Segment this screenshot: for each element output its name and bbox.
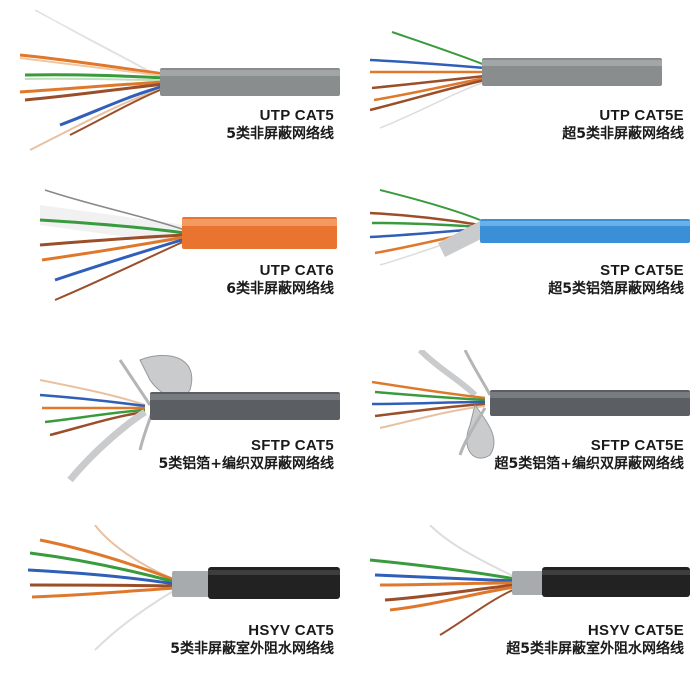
- cable-label: UTP CAT6 6类非屏蔽网络线: [226, 261, 334, 299]
- cable-photo-utp-cat5: [19, 9, 340, 151]
- cable-label: HSYV CAT5 5类非屏蔽室外阻水网络线: [170, 621, 334, 659]
- cable-photo-sftp-cat5: [39, 354, 340, 483]
- cable-name: UTP CAT6: [259, 262, 334, 279]
- cable-cell-utp-cat6: UTP CAT6 6类非屏蔽网络线: [0, 175, 350, 350]
- cable-photo-utp-cat5e: [369, 31, 662, 129]
- cable-description: 超5类铝箔屏蔽网络线: [548, 281, 684, 297]
- cable-name: SFTP CAT5E: [590, 437, 684, 454]
- cable-name: UTP CAT5: [259, 107, 334, 124]
- cable-label: STP CAT5E 超5类铝箔屏蔽网络线: [548, 261, 684, 299]
- cable-cell-utp-cat5: UTP CAT5 5类非屏蔽网络线: [0, 0, 350, 175]
- cable-description: 超5类非屏蔽网络线: [562, 126, 684, 142]
- cable-photo-sftp-cat5e: [371, 350, 690, 459]
- cable-name: UTP CAT5E: [599, 107, 684, 124]
- cable-label: SFTP CAT5E 超5类铝箔+编织双屏蔽网络线: [495, 436, 684, 474]
- cable-description: 超5类非屏蔽室外阻水网络线: [506, 641, 684, 657]
- cable-cell-sftp-cat5e: SFTP CAT5E 超5类铝箔+编织双屏蔽网络线: [350, 350, 700, 525]
- cable-photo-utp-cat6: [39, 189, 337, 301]
- cable-cell-utp-cat5e: UTP CAT5E 超5类非屏蔽网络线: [350, 0, 700, 175]
- cable-cell-hsyv-cat5: HSYV CAT5 5类非屏蔽室外阻水网络线: [0, 525, 350, 700]
- cable-photo-hsyv-cat5: [27, 525, 340, 651]
- cable-description: 超5类铝箔+编织双屏蔽网络线: [494, 456, 684, 472]
- cable-label: UTP CAT5 5类非屏蔽网络线: [226, 106, 334, 144]
- cable-description: 5类非屏蔽室外阻水网络线: [170, 641, 334, 657]
- cable-name: SFTP CAT5: [251, 437, 334, 454]
- cable-label: SFTP CAT5 5类铝箔+编织双屏蔽网络线: [159, 436, 334, 474]
- cable-cell-hsyv-cat5e: HSYV CAT5E 超5类非屏蔽室外阻水网络线: [350, 525, 700, 700]
- cable-description: 5类铝箔+编织双屏蔽网络线: [158, 456, 334, 472]
- cable-label: HSYV CAT5E 超5类非屏蔽室外阻水网络线: [506, 621, 684, 659]
- cable-cell-stp-cat5e: STP CAT5E 超5类铝箔屏蔽网络线: [350, 175, 700, 350]
- cable-description: 5类非屏蔽网络线: [226, 126, 334, 142]
- cable-cell-sftp-cat5: SFTP CAT5 5类铝箔+编织双屏蔽网络线: [0, 350, 350, 525]
- cable-name: HSYV CAT5: [248, 622, 334, 639]
- cable-name: HSYV CAT5E: [587, 622, 684, 639]
- cable-photo-stp-cat5e: [369, 189, 690, 266]
- cable-photo-hsyv-cat5e: [369, 525, 690, 636]
- cable-name: STP CAT5E: [600, 262, 684, 279]
- cable-label: UTP CAT5E 超5类非屏蔽网络线: [562, 106, 684, 144]
- cable-description: 6类非屏蔽网络线: [226, 281, 334, 297]
